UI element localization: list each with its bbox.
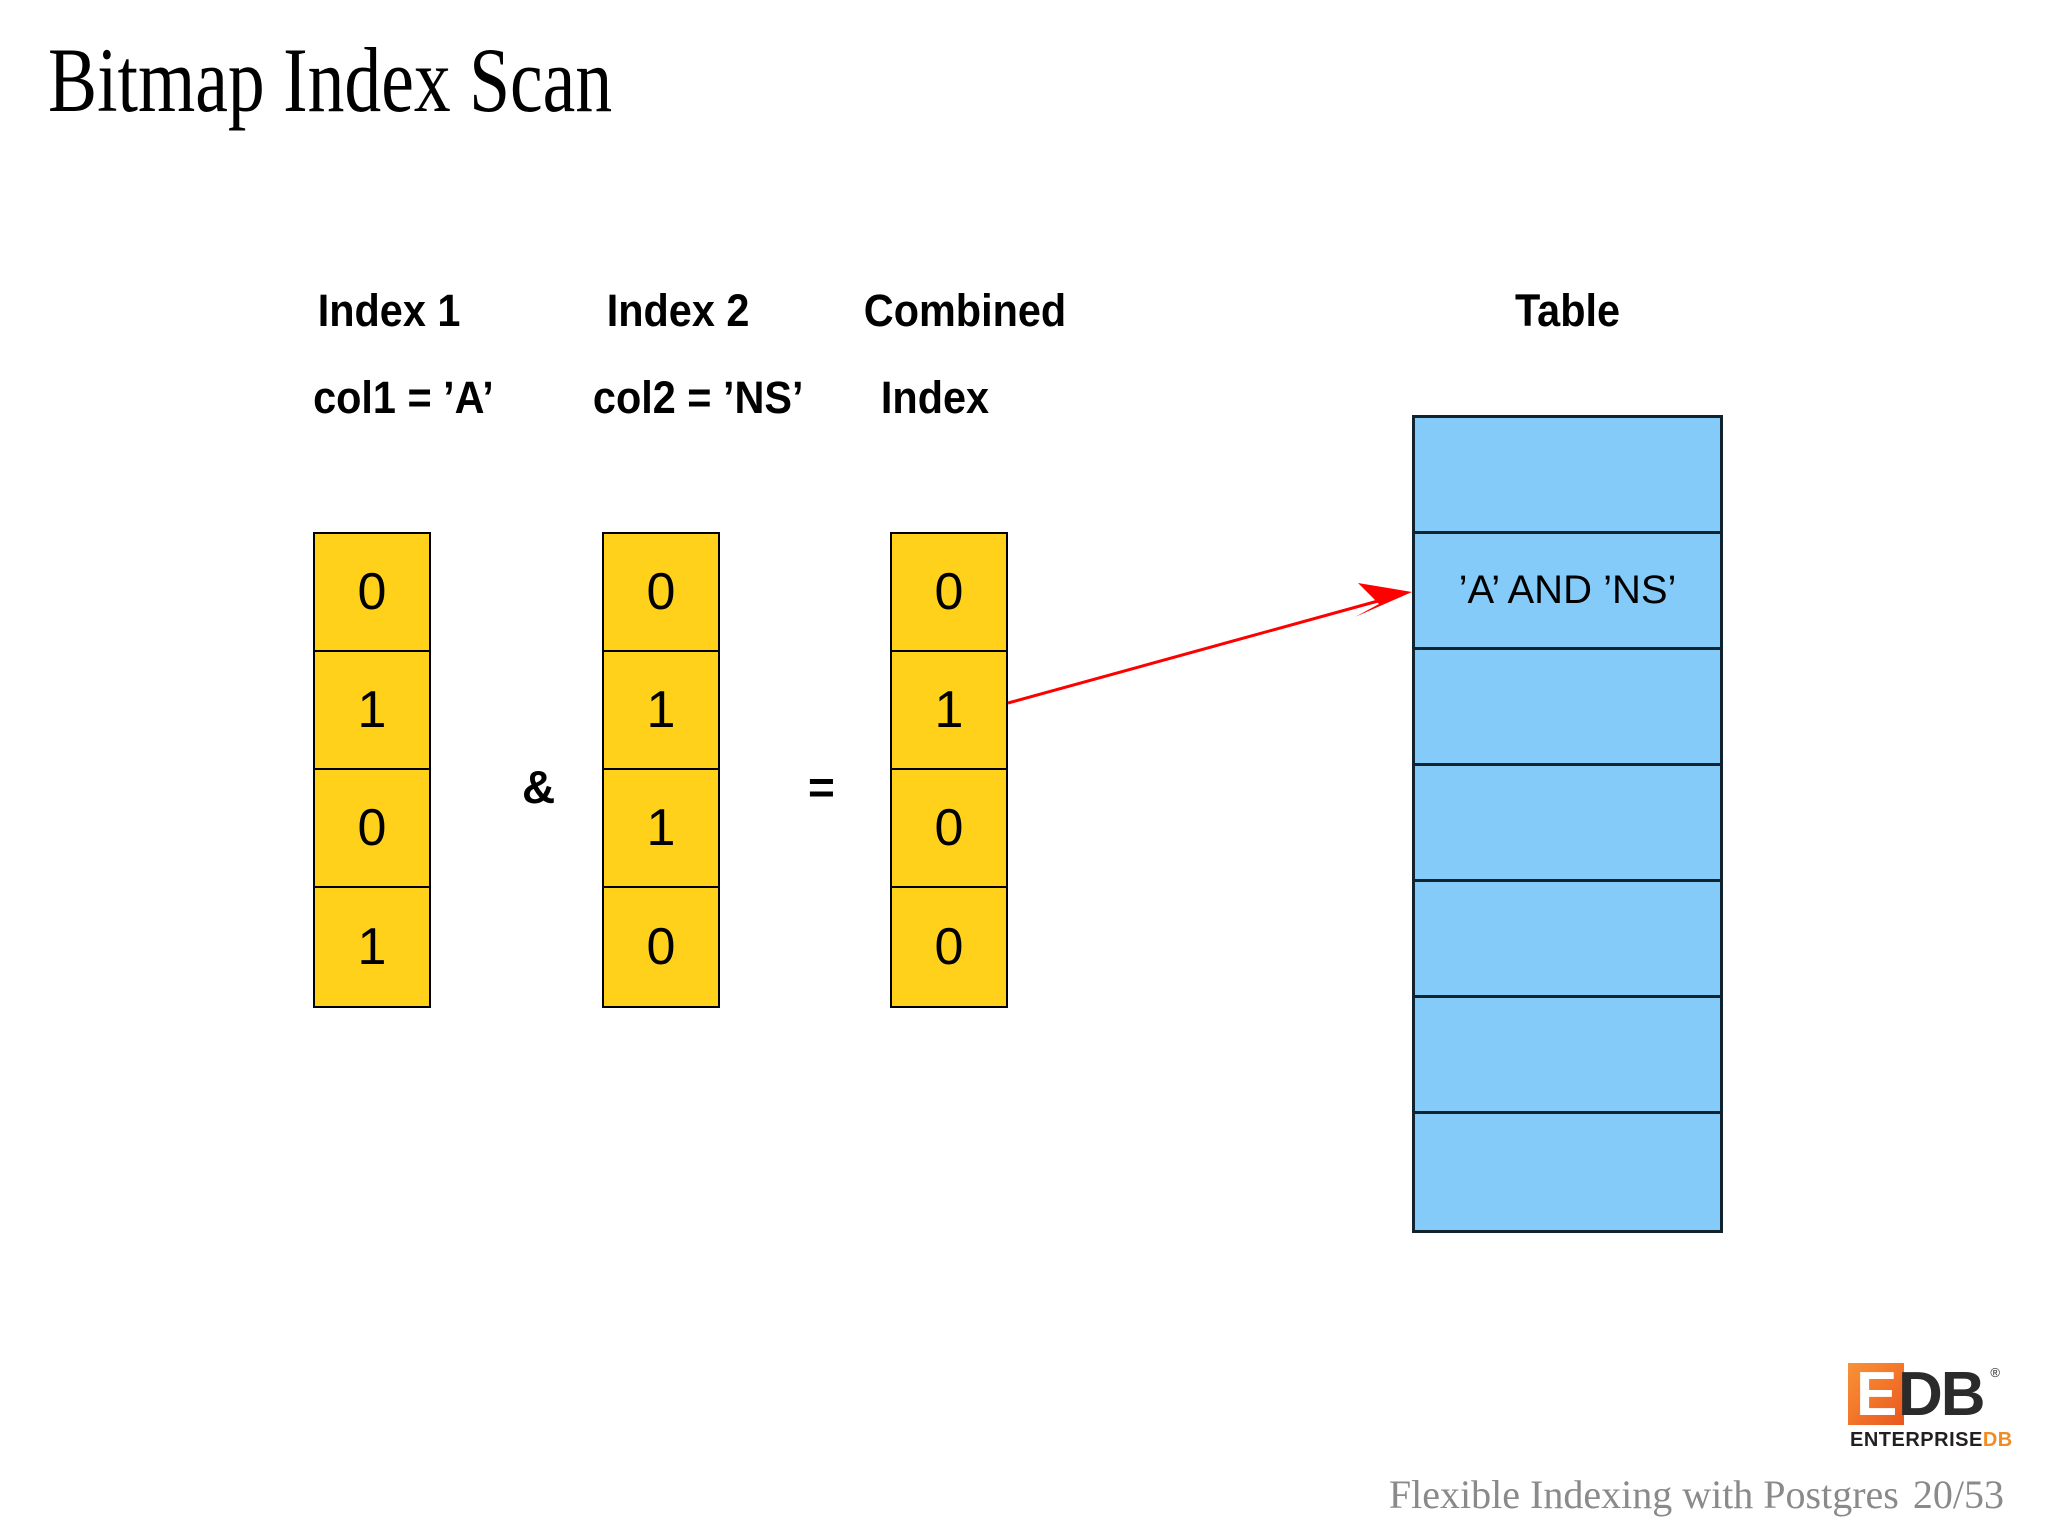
column-header-index-1-line2: col1 = ’A’ bbox=[313, 372, 494, 423]
bitmap-cell: 1 bbox=[315, 652, 429, 770]
bitmap-column-combined-index: 0 1 0 0 bbox=[890, 532, 1008, 1008]
bitmap-cell: 0 bbox=[892, 534, 1006, 652]
edb-wordmark-db: DB bbox=[1982, 1429, 2013, 1451]
bitmap-cell: 1 bbox=[315, 888, 429, 1006]
table-row bbox=[1415, 1114, 1720, 1230]
operator-equals: = bbox=[808, 761, 835, 813]
edb-orange-square-icon bbox=[1848, 1363, 1904, 1425]
column-header-combined-line2: Index bbox=[880, 372, 990, 423]
bitmap-cell: 0 bbox=[892, 770, 1006, 888]
bitmap-cell: 0 bbox=[315, 534, 429, 652]
bitmap-cell: 0 bbox=[604, 888, 718, 1006]
bitmap-cell: 0 bbox=[604, 534, 718, 652]
bitmap-cell: 0 bbox=[315, 770, 429, 888]
edb-logo: E DB ® ENTERPRISEDB bbox=[1848, 1363, 2012, 1455]
footer: Flexible Indexing with Postgres 20/53 bbox=[1389, 1471, 2004, 1518]
column-header-index-2-line2: col2 = ’NS’ bbox=[592, 372, 804, 423]
table-row bbox=[1415, 766, 1720, 882]
column-header-combined-line1: Combined bbox=[863, 285, 1067, 336]
table-row-matched: ’A’ AND ’NS’ bbox=[1415, 534, 1720, 650]
column-header-index-2-line1: Index 2 bbox=[606, 285, 750, 336]
bitmap-column-index-2: 0 1 1 0 bbox=[602, 532, 720, 1008]
edb-wordmark: ENTERPRISEDB bbox=[1850, 1429, 2013, 1452]
bitmap-cell: 0 bbox=[892, 888, 1006, 1006]
operator-and: & bbox=[522, 761, 556, 813]
heap-table: ’A’ AND ’NS’ bbox=[1412, 415, 1723, 1233]
table-row bbox=[1415, 418, 1720, 534]
footer-deck-title: Flexible Indexing with Postgres bbox=[1388, 1472, 1899, 1517]
table-row bbox=[1415, 882, 1720, 998]
table-row bbox=[1415, 650, 1720, 766]
table-row bbox=[1415, 998, 1720, 1114]
edb-letters-db: DB bbox=[1898, 1360, 1986, 1429]
bitmap-cell: 1 bbox=[604, 652, 718, 770]
footer-page-number: 20/53 bbox=[1912, 1472, 2004, 1517]
bitmap-cell: 1 bbox=[604, 770, 718, 888]
registered-trademark-icon: ® bbox=[1990, 1365, 2000, 1380]
edb-logo-mark: E DB ® bbox=[1848, 1363, 2000, 1427]
page-title: Bitmap Index Scan bbox=[48, 29, 613, 131]
bitmap-cell: 1 bbox=[892, 652, 1006, 770]
edb-letter-e: E bbox=[1856, 1360, 1897, 1429]
bitmap-column-index-1: 0 1 0 1 bbox=[313, 532, 431, 1008]
column-header-index-1-line1: Index 1 bbox=[317, 285, 461, 336]
edb-wordmark-enterprise: ENTERPRISE bbox=[1850, 1429, 1983, 1451]
column-header-table: Table bbox=[1514, 285, 1621, 336]
